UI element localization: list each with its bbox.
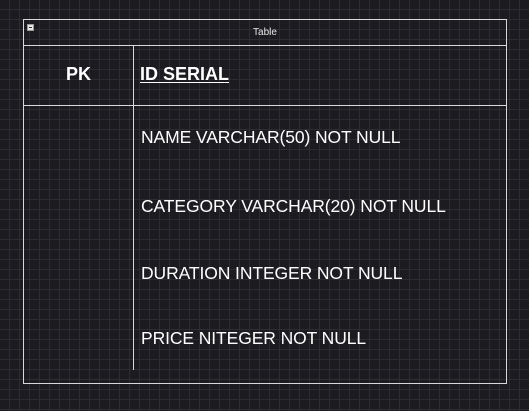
collapse-icon[interactable] (27, 24, 34, 31)
entity-title: Table (253, 27, 277, 38)
pk-label: PK (65, 64, 91, 84)
pk-field: ID SERIAL (140, 64, 230, 84)
field-row[interactable]: PRICE NITEGER NOT NULL (141, 328, 367, 348)
column-divider (133, 46, 134, 370)
entity-table[interactable]: Table PK ID SERIAL NAME VARCHAR(50) NOT … (23, 19, 507, 384)
field-row[interactable]: DURATION INTEGER NOT NULL (141, 263, 403, 283)
primary-key-row[interactable]: PK ID SERIAL (24, 46, 506, 106)
field-row[interactable]: CATEGORY VARCHAR(20) NOT NULL (141, 196, 446, 216)
field-row[interactable]: NAME VARCHAR(50) NOT NULL (141, 127, 401, 147)
entity-title-bar[interactable]: Table (24, 20, 506, 46)
